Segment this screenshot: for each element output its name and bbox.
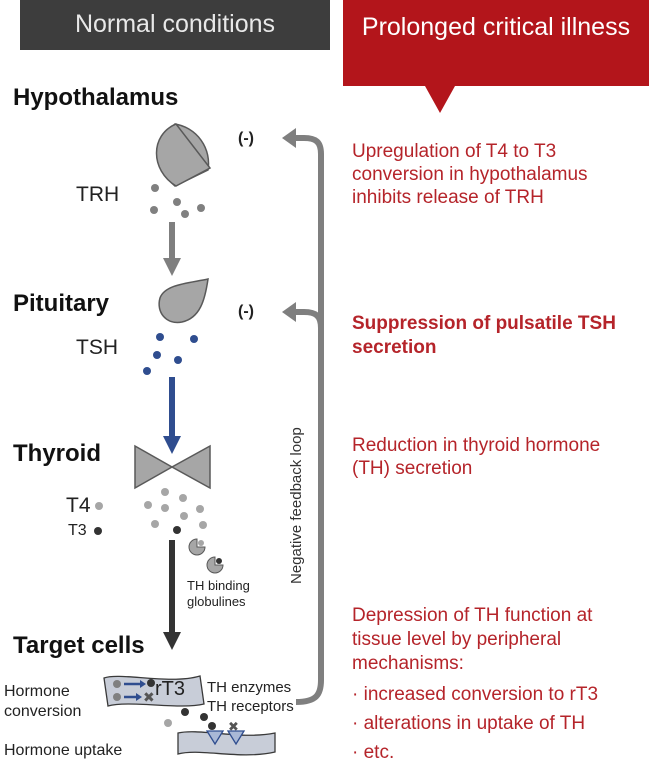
critical-pituitary-line1: Suppression of pulsatile TSH bbox=[352, 313, 616, 334]
thyroid-hormone-dots bbox=[144, 488, 207, 534]
target-cell-uptake: ✖ bbox=[177, 719, 276, 756]
arrow-tsh bbox=[163, 377, 181, 454]
critical-thyroid-text: Reduction in thyroid hormone (TH) secret… bbox=[352, 434, 600, 480]
label-rt3: rT3 bbox=[155, 678, 185, 700]
pituitary-gland bbox=[158, 278, 209, 324]
tsh-dots bbox=[143, 333, 198, 375]
thyroid-bowtie bbox=[134, 444, 211, 490]
critical-target-bullets: · increased conversion to rT3 · alterati… bbox=[352, 680, 598, 767]
critical-pituitary-line2: secretion bbox=[352, 337, 437, 358]
label-trh: TRH bbox=[76, 183, 120, 206]
binding-globulines-label: TH binding globulines bbox=[187, 578, 250, 610]
critical-target-line1: Depression of TH function at bbox=[352, 605, 593, 626]
hormone-conversion-label: Hormone conversion bbox=[4, 682, 81, 722]
critical-bullet-uptake: · alterations in uptake of TH bbox=[352, 713, 586, 734]
critical-hypothalamus-line2: conversion in hypothalamus bbox=[352, 164, 588, 185]
th-receptors-label: TH receptors bbox=[207, 698, 294, 715]
negative-marker-pituitary: (-) bbox=[238, 303, 254, 320]
critical-hypothalamus-line1: Upregulation of T4 to T3 bbox=[352, 141, 557, 162]
arrow-th bbox=[163, 540, 181, 650]
binding-globulines-line2: globulines bbox=[187, 594, 246, 609]
hypothalamus-gland-shape bbox=[155, 123, 212, 187]
hormone-conversion-line2: conversion bbox=[4, 703, 82, 720]
header-critical-illness-label: Prolonged critical illness bbox=[361, 13, 631, 41]
critical-target-line2: tissue level by peripheral bbox=[352, 629, 562, 650]
uptake-dots bbox=[164, 708, 216, 730]
label-t4: T4 bbox=[66, 494, 91, 517]
t3-legend-dot bbox=[94, 527, 102, 535]
feedback-loop-label: Negative feedback loop bbox=[288, 427, 305, 584]
hormone-conversion-line1: Hormone bbox=[4, 683, 70, 700]
critical-thyroid-line1: Reduction in thyroid hormone bbox=[352, 435, 601, 456]
organ-target-cells: Target cells bbox=[13, 632, 145, 659]
critical-thyroid-line2: (TH) secretion bbox=[352, 458, 473, 479]
arrow-trh bbox=[163, 222, 181, 276]
critical-hypothalamus-line3: inhibits release of TRH bbox=[352, 187, 544, 208]
binding-globulines bbox=[188, 538, 224, 574]
negative-feedback-loop bbox=[282, 128, 324, 705]
svg-text:✖: ✖ bbox=[228, 719, 239, 734]
trh-dots bbox=[150, 184, 205, 218]
negative-marker-hypothalamus: (-) bbox=[238, 130, 254, 147]
critical-target-line3: mechanisms: bbox=[352, 653, 464, 674]
th-enzymes-label: TH enzymes bbox=[207, 679, 292, 696]
target-cell-conversion: ✖ bbox=[103, 675, 205, 707]
critical-bullet-rt3: · increased conversion to rT3 bbox=[352, 684, 599, 705]
critical-hypothalamus-text: Upregulation of T4 to T3 conversion in h… bbox=[352, 140, 588, 209]
organ-hypothalamus: Hypothalamus bbox=[13, 84, 179, 111]
svg-text:✖: ✖ bbox=[143, 689, 155, 705]
label-tsh: TSH bbox=[76, 336, 118, 359]
header-normal-conditions: Normal conditions bbox=[20, 0, 330, 50]
organ-pituitary: Pituitary bbox=[13, 290, 110, 317]
binding-globulines-line1: TH binding bbox=[187, 578, 250, 593]
critical-pituitary-text: Suppression of pulsatile TSH secretion bbox=[352, 312, 616, 360]
label-t3: T3 bbox=[68, 522, 87, 539]
th-enzymes-receptors-label: TH enzymes TH receptors bbox=[207, 678, 294, 716]
critical-target-text: Depression of TH function at tissue leve… bbox=[352, 604, 598, 767]
right-header-banner bbox=[343, 0, 649, 113]
header-critical-illness: Prolonged critical illness bbox=[343, 0, 649, 116]
t4-legend-dot bbox=[95, 502, 103, 510]
organ-thyroid: Thyroid bbox=[13, 440, 101, 467]
hormone-uptake-label: Hormone uptake bbox=[4, 742, 123, 759]
critical-bullet-etc: · etc. bbox=[352, 742, 395, 763]
